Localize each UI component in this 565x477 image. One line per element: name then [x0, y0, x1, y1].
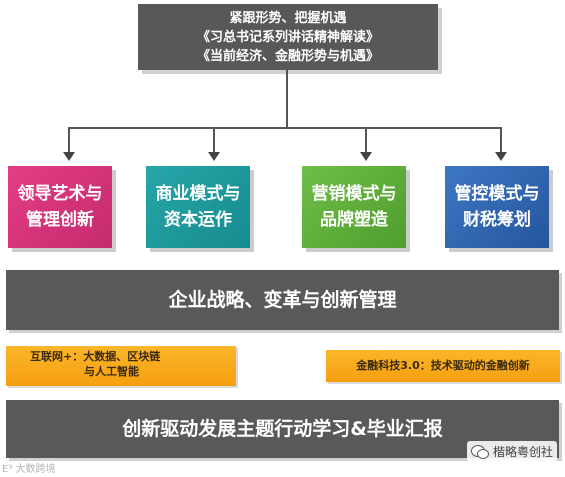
- module-leadership: 领导艺术与 管理创新: [8, 166, 112, 248]
- module-business: 商业模式与 资本运作: [146, 166, 250, 248]
- drop-line-2: [213, 127, 215, 153]
- drop-line-1: [68, 127, 70, 153]
- arrow-down-icon: [495, 152, 507, 161]
- module-marketing: 营销模式与 品牌塑造: [302, 166, 406, 248]
- brand-name: 楷略粤创社: [492, 445, 553, 459]
- module-label-line1: 领导艺术与: [17, 184, 103, 204]
- strategy-band: 企业战略、变革与创新管理: [6, 270, 559, 330]
- module-label-line2: 管理创新: [26, 210, 94, 230]
- internet-tag-line2: 与人工智能: [84, 365, 139, 378]
- module-label-line1: 商业模式与: [155, 184, 241, 204]
- branch-line: [68, 127, 502, 129]
- header-line-3: 《当前经济、金融形势与机遇》: [196, 48, 379, 64]
- module-label-line1: 营销模式与: [311, 184, 397, 204]
- internet-tag-line1: 互联网+：大数据、区块链: [30, 350, 161, 363]
- module-label-line2: 财税筹划: [463, 210, 531, 230]
- module-label-line2: 品牌塑造: [320, 210, 388, 230]
- header-box: 紧跟形势、把握机遇 《习总书记系列讲话精神解读》 《当前经济、金融形势与机遇》: [138, 4, 438, 70]
- drop-line-3: [365, 127, 367, 153]
- fintech-tag: 金融科技3.0：技术驱动的金融创新: [326, 350, 560, 382]
- trunk-line: [286, 70, 288, 128]
- module-control: 管控模式与 财税筹划: [445, 166, 549, 248]
- module-label-line2: 资本运作: [164, 210, 232, 230]
- drop-line-4: [500, 127, 502, 153]
- arrow-down-icon: [63, 152, 75, 161]
- internet-tag: 互联网+：大数据、区块链 与人工智能: [6, 346, 236, 386]
- header-line-2: 《习总书记系列讲话精神解读》: [196, 29, 379, 45]
- brand-badge: 楷略粤创社: [466, 441, 557, 462]
- arrow-down-icon: [208, 152, 220, 161]
- wechat-icon: [470, 444, 489, 459]
- module-label-line1: 管控模式与: [454, 184, 540, 204]
- arrow-down-icon: [360, 152, 372, 161]
- watermark-text: E⁹ 大数跨境: [2, 464, 56, 475]
- header-line-1: 紧跟形势、把握机遇: [229, 10, 347, 26]
- bottom-band: 创新驱动发展主题行动学习&毕业汇报: [6, 400, 559, 458]
